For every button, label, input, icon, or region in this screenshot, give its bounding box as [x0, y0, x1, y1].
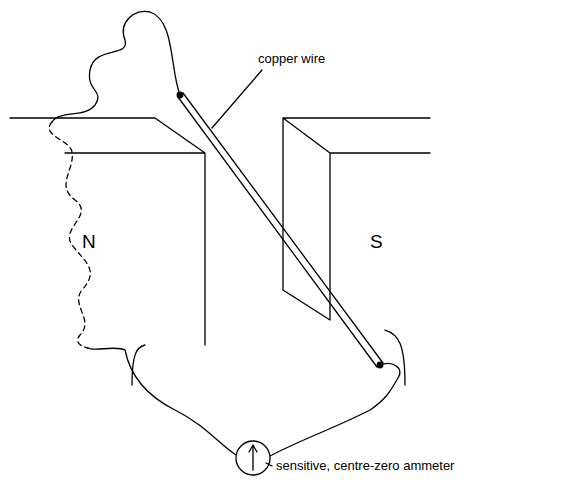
ammeter-symbol: [236, 441, 270, 475]
north-pole-magnet: [10, 118, 205, 385]
flexible-wire: [270, 363, 400, 456]
part-label: copper wire: [256, 52, 327, 66]
leader-line: [266, 463, 272, 466]
south-pole-magnet: [283, 118, 430, 385]
pole-label: S: [368, 232, 385, 253]
ammeter-needle: [249, 445, 257, 470]
copper-wire: [178, 93, 383, 367]
leader-line: [212, 70, 262, 128]
pole-label: N: [80, 232, 98, 253]
part-label: sensitive, centre-zero ammeter: [274, 459, 456, 473]
wire-terminal: [177, 92, 183, 98]
flexible-wire: [88, 348, 236, 455]
flexible-wire: [52, 11, 180, 122]
wire-terminal: [377, 362, 383, 368]
